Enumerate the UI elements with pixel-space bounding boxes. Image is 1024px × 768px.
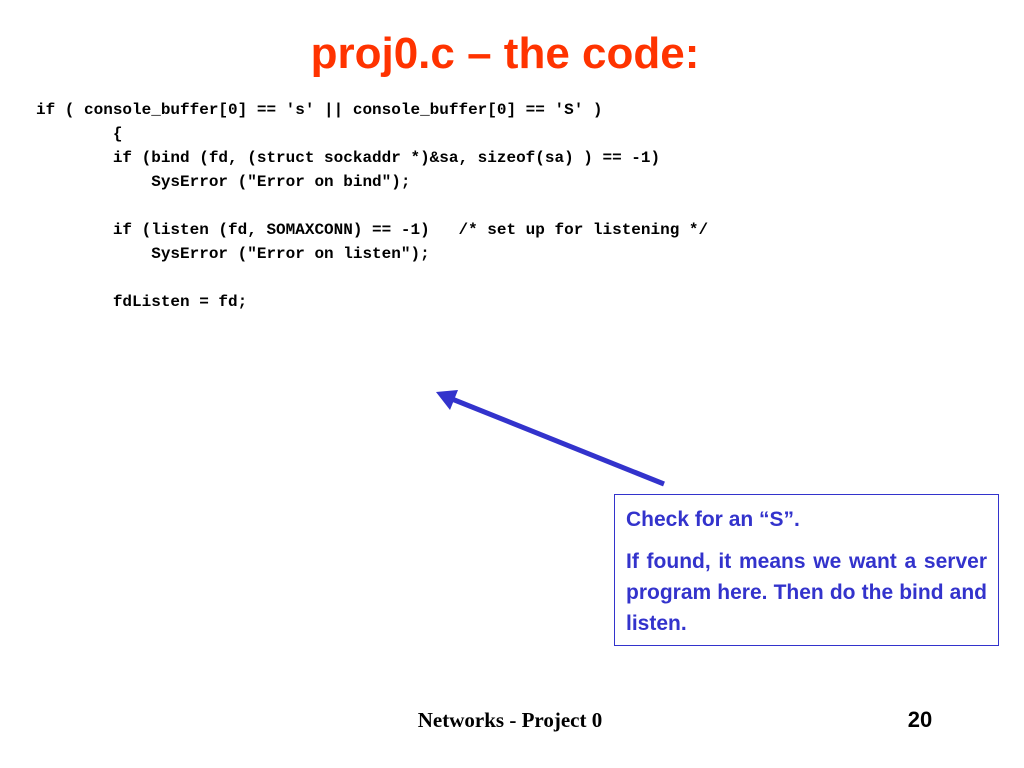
slide-title: proj0.c – the code: <box>310 29 700 78</box>
page-number: 20 <box>907 707 933 732</box>
code-line: if (bind (fd, (struct sockaddr *)&sa, si… <box>36 149 661 167</box>
code-line: SysError ("Error on bind"); <box>36 173 411 191</box>
code-block: if ( console_buffer[0] == 's' || console… <box>36 98 708 314</box>
code-line: SysError ("Error on listen"); <box>36 245 430 263</box>
code-line: if ( console_buffer[0] == 's' || console… <box>36 101 603 119</box>
code-line: { <box>36 125 123 143</box>
callout-box: Check for an “S”. If found, it means we … <box>614 494 999 646</box>
code-line: fdListen = fd; <box>36 293 248 311</box>
code-line: if (listen (fd, SOMAXCONN) == -1) /* set… <box>36 221 709 239</box>
arrow-head <box>436 390 458 410</box>
arrow-shaft <box>451 396 665 487</box>
callout-line-2: If found, it means we want a server prog… <box>626 550 987 635</box>
callout-line-1: Check for an “S”. <box>626 508 800 531</box>
slide-footer: Networks - Project 0 <box>417 708 603 732</box>
